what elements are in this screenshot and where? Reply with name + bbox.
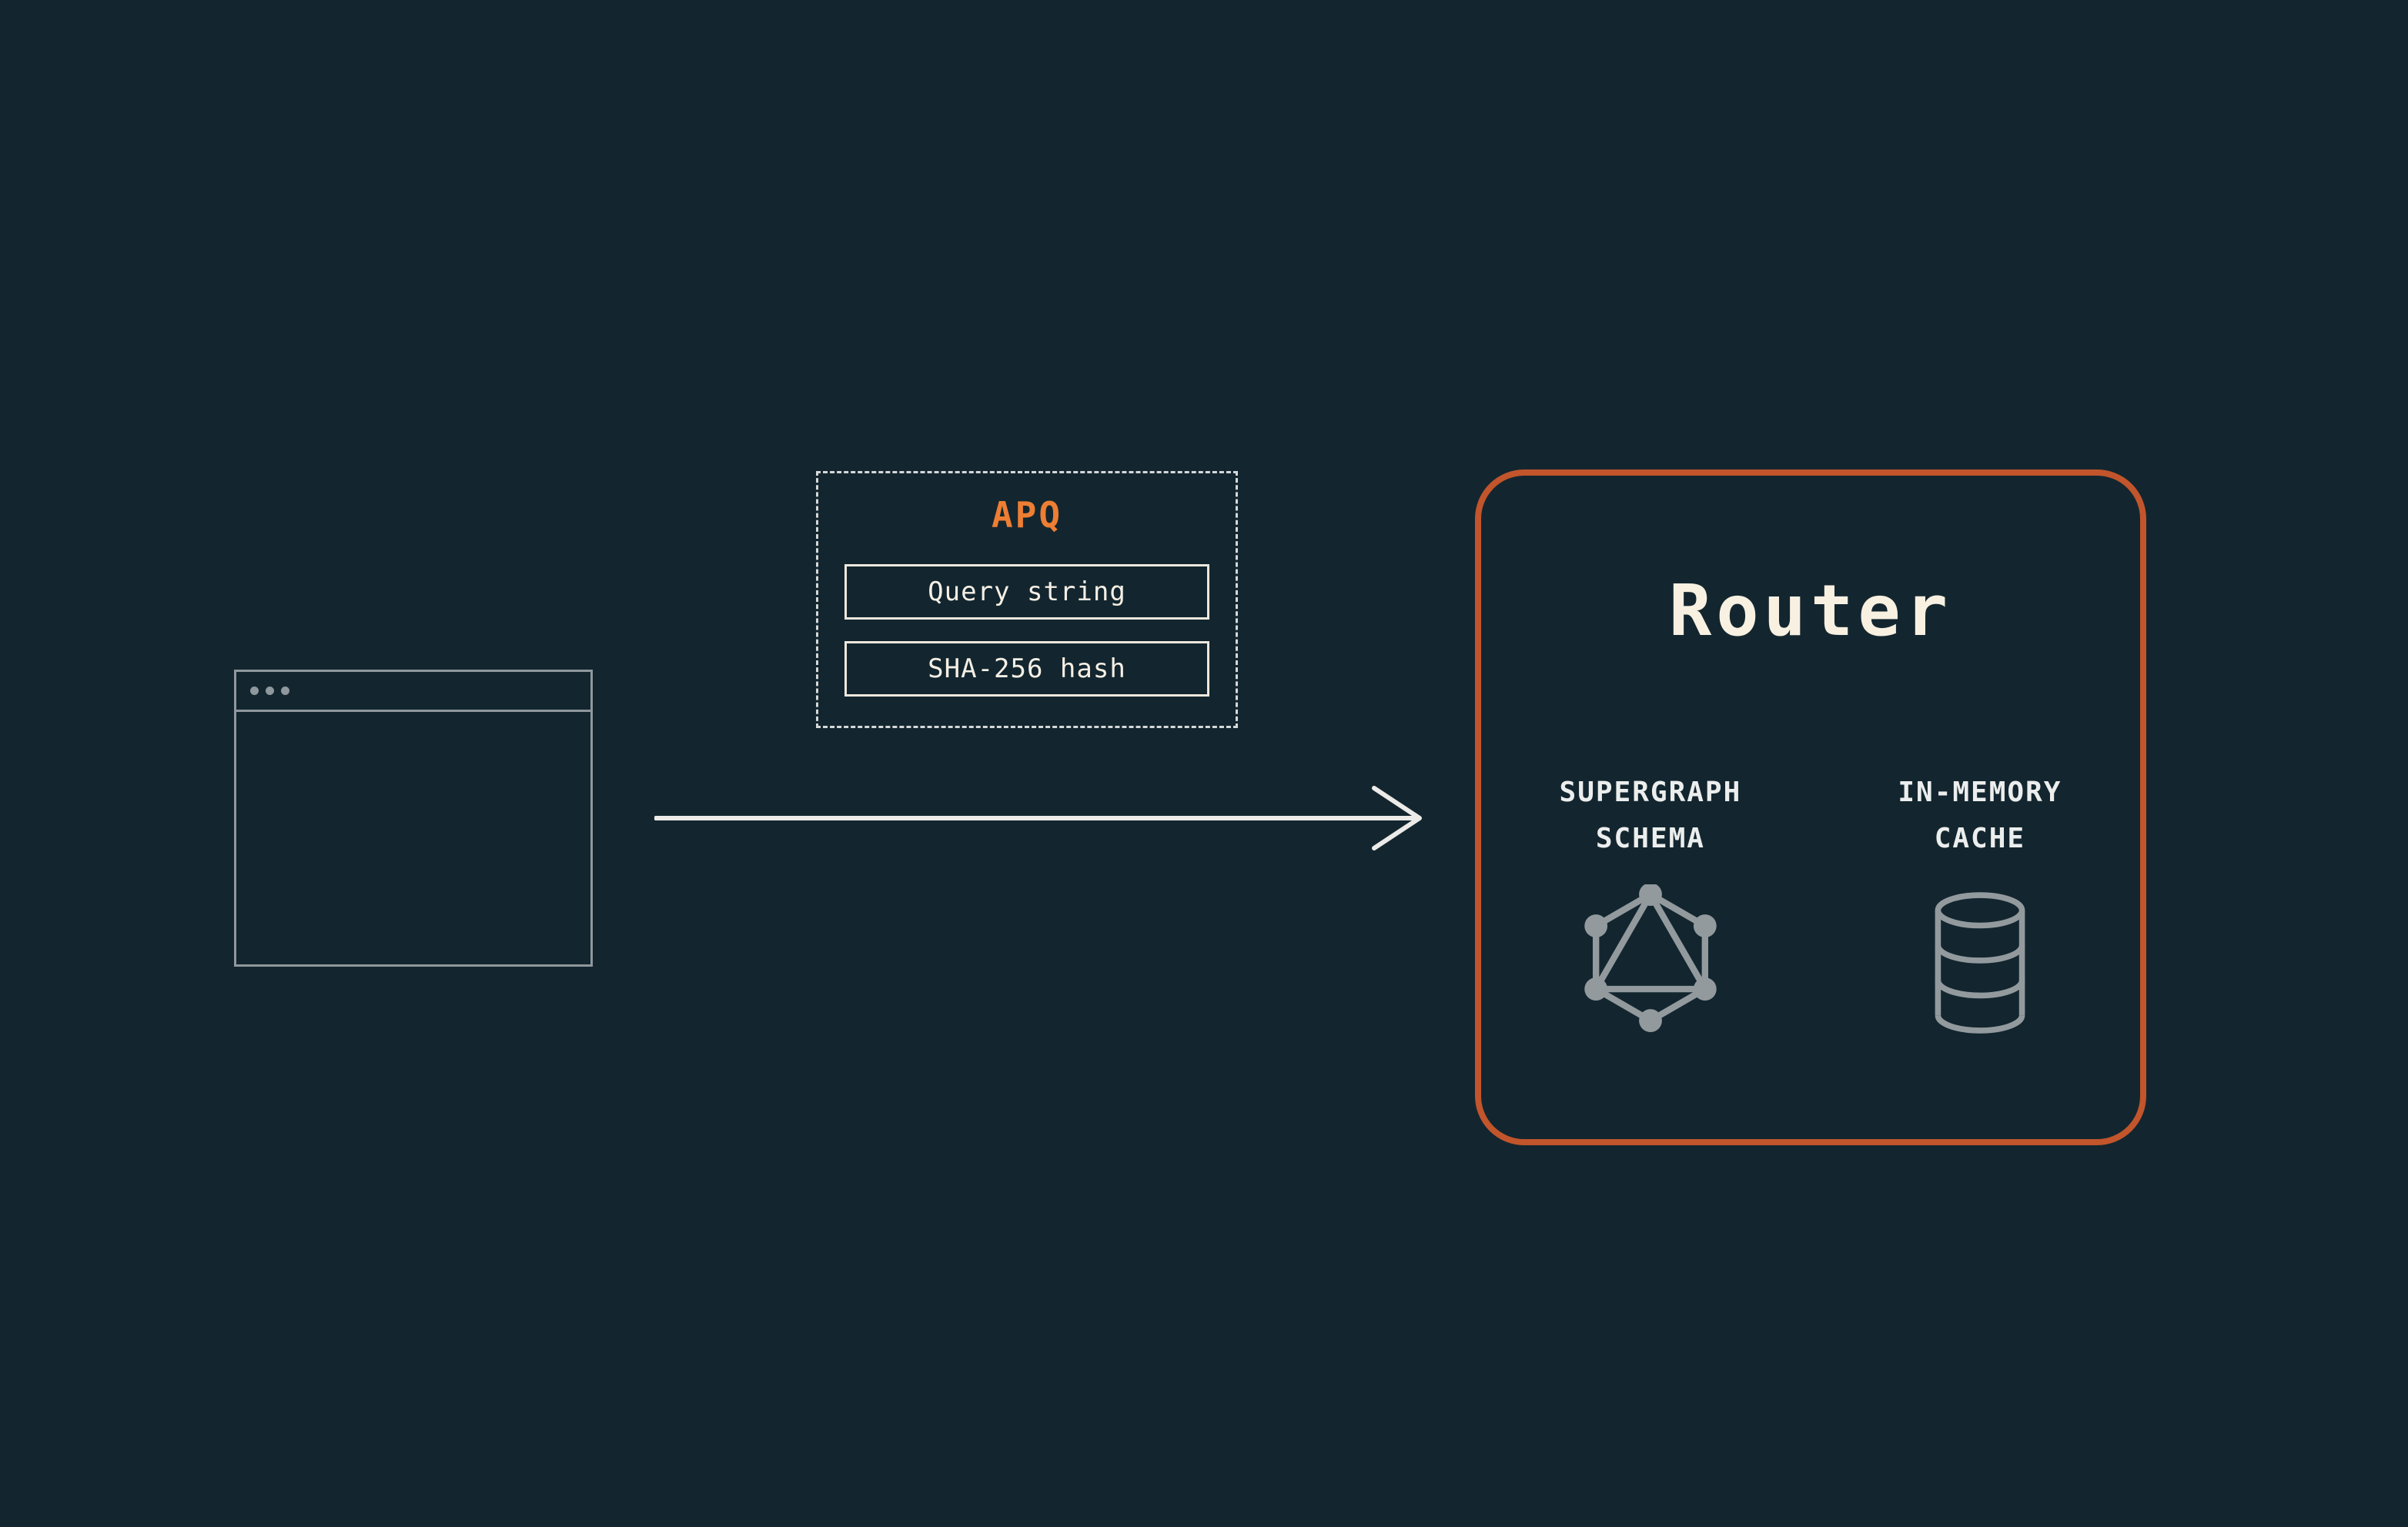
browser-titlebar [236,672,590,712]
in-memory-cache-feature: IN-MEMORY CACHE [1898,770,2062,1042]
router-box: Router SUPERGRAPH SCHEMA [1475,469,2146,1145]
supergraph-schema-label: SUPERGRAPH SCHEMA [1559,777,1742,854]
database-cylinder-icon [1921,884,2038,1042]
window-dot-icon [250,687,259,695]
sha-256-hash-box: SHA-256 hash [844,641,1209,697]
apq-title: APQ [991,494,1063,536]
query-string-box: Query string [844,564,1209,620]
graphql-logo-icon [1577,884,1724,1042]
sha-256-hash-label: SHA-256 hash [928,653,1126,684]
window-dot-icon [281,687,289,695]
supergraph-schema-feature: SUPERGRAPH SCHEMA [1560,770,1742,1042]
router-features: SUPERGRAPH SCHEMA IN-MEMORY CAC [1481,770,2140,1042]
window-dot-icon [266,687,274,695]
router-title: Router [1668,570,1953,652]
arrow-right-icon [654,786,1422,850]
browser-window-icon [234,670,593,967]
query-string-label: Query string [928,576,1126,607]
in-memory-cache-label: IN-MEMORY CACHE [1898,777,2062,854]
apq-payload-box: APQ Query string SHA-256 hash [816,471,1238,728]
